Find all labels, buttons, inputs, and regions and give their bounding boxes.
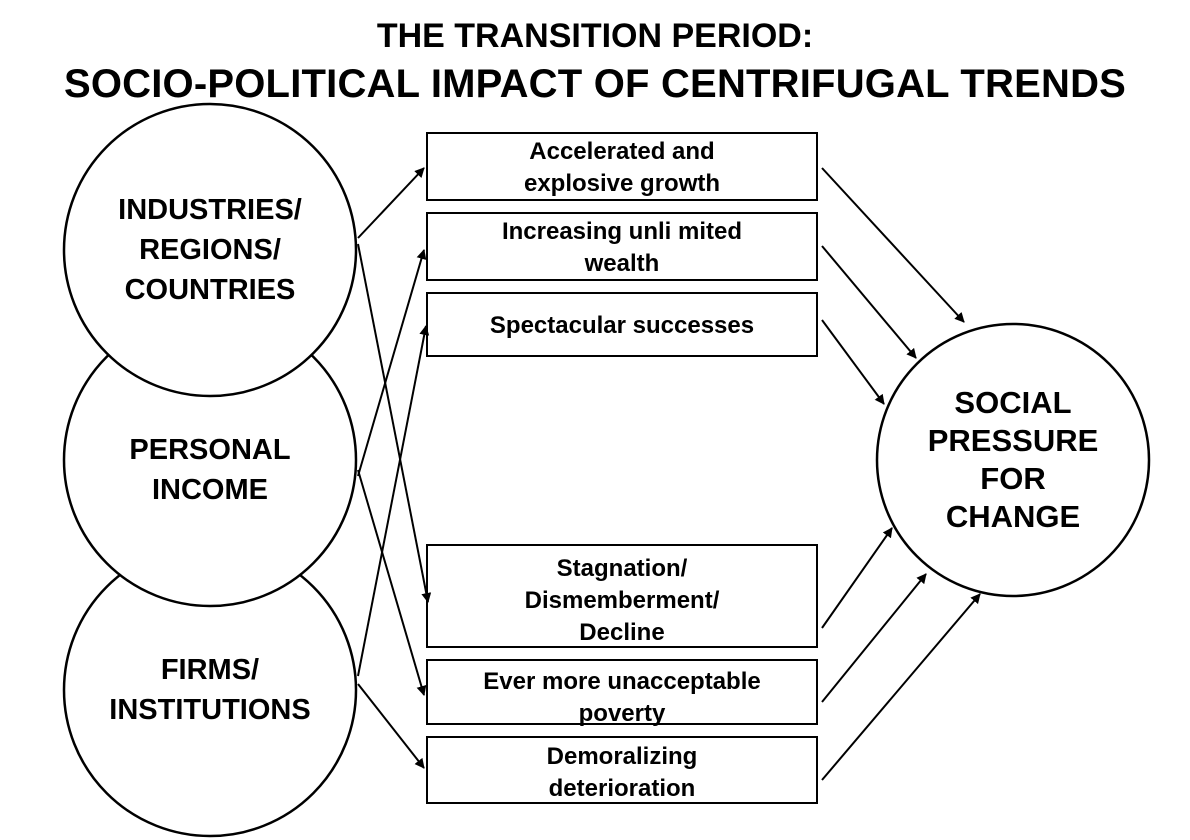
label-industries: INDUSTRIES/ REGIONS/ COUNTRIES [118, 194, 302, 306]
label-personal-income: PERSONAL INCOME [129, 434, 291, 506]
label-growth: Accelerated and explosive growth [523, 138, 721, 197]
arrow-wealth-pressure [821, 245, 917, 359]
circle-social-pressure [875, 322, 1151, 598]
label-successes: Spectacular successes [489, 312, 755, 339]
label-social-pressure: SOCIAL PRESSURE FOR CHANGE [927, 385, 1099, 534]
box-poverty [426, 659, 818, 725]
label-stagnation: Stagnation/ Dismemberment/ Decline [524, 555, 720, 646]
arrow-growth-pressure [821, 167, 965, 323]
arrow-industries-growth [357, 167, 425, 239]
label-firms: FIRMS/ INSTITUTIONS [109, 654, 311, 726]
label-poverty: Ever more unacceptable poverty [483, 668, 761, 727]
box-stagnation [426, 544, 818, 648]
arrow-income-wealth [357, 249, 427, 477]
arrow-firms-successes [357, 325, 430, 677]
arrow-stagnation-pressure [821, 527, 893, 629]
arrow-successes-pressure [821, 319, 885, 405]
box-successes [426, 292, 818, 357]
box-growth [426, 132, 818, 201]
label-wealth: Increasing unli mited wealth [501, 218, 743, 277]
arrow-income-poverty [357, 469, 427, 696]
arrow-industries-stagnation [357, 243, 432, 603]
circle-industries [62, 102, 358, 398]
box-wealth [426, 212, 818, 281]
arrow-firms-deterioration [357, 683, 425, 769]
label-deterioration: Demoralizing deterioration [546, 743, 698, 802]
arrow-deterioration-pressure [821, 593, 981, 781]
box-deterioration [426, 736, 818, 804]
title-line-1: THE TRANSITION PERIOD: [376, 17, 814, 55]
title-line-2: SOCIO-POLITICAL IMPACT OF CENTRIFUGAL TR… [63, 62, 1127, 106]
arrow-poverty-pressure [821, 573, 927, 703]
